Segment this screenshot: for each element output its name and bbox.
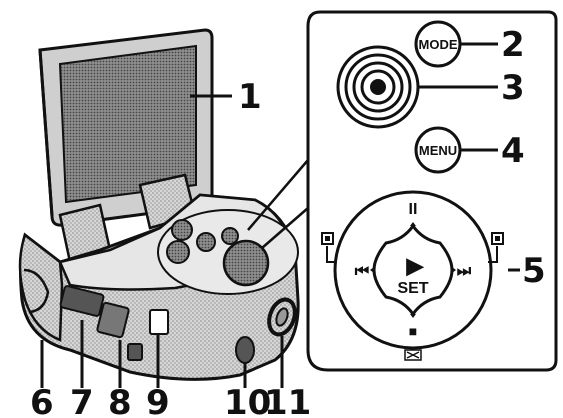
set-button-label: SET	[397, 280, 428, 297]
callout-10: 10	[224, 383, 271, 418]
menu-button[interactable]: MENU	[414, 126, 462, 174]
pause-icon[interactable]: II	[409, 201, 418, 218]
callout-2: 2	[501, 25, 525, 65]
play-icon: ▶	[406, 253, 425, 278]
mode-button[interactable]: MODE	[414, 20, 462, 68]
zoom-tele-icon	[488, 232, 504, 263]
zoom-wide-icon	[321, 232, 337, 263]
callout-4: 4	[501, 131, 525, 171]
lcd-monitor	[38, 28, 214, 227]
callout-9: 9	[146, 383, 170, 418]
callout-3: 3	[501, 68, 525, 108]
callout-6: 6	[30, 383, 54, 418]
callout-1: 1	[238, 77, 262, 117]
record-button[interactable]	[336, 45, 420, 129]
control-panel-inset: MODE MENU ▶ SET II ■	[247, 10, 558, 372]
mode-button-label: MODE	[419, 37, 458, 52]
camera-illustration	[18, 28, 300, 381]
camera-body	[18, 193, 300, 381]
callout-leaders	[40, 94, 284, 388]
stop-icon[interactable]: ■	[409, 323, 417, 339]
inset-connector-top	[247, 159, 309, 231]
callout-numbers: 1 2 3 4 5 6 7 8 9 10 11	[30, 25, 546, 418]
previous-icon[interactable]: ⏮	[355, 263, 369, 280]
navigation-dial[interactable]: ▶ SET II ■ ⏮ ⏭	[333, 190, 493, 350]
inset-connector-bottom	[261, 207, 309, 249]
menu-button-label: MENU	[419, 143, 457, 158]
callout-11: 11	[264, 383, 311, 418]
callout-8: 8	[108, 383, 132, 418]
next-icon[interactable]: ⏭	[457, 263, 472, 280]
callout-7: 7	[70, 383, 94, 418]
callout-5: 5	[522, 251, 546, 291]
delete-icon	[404, 349, 422, 361]
